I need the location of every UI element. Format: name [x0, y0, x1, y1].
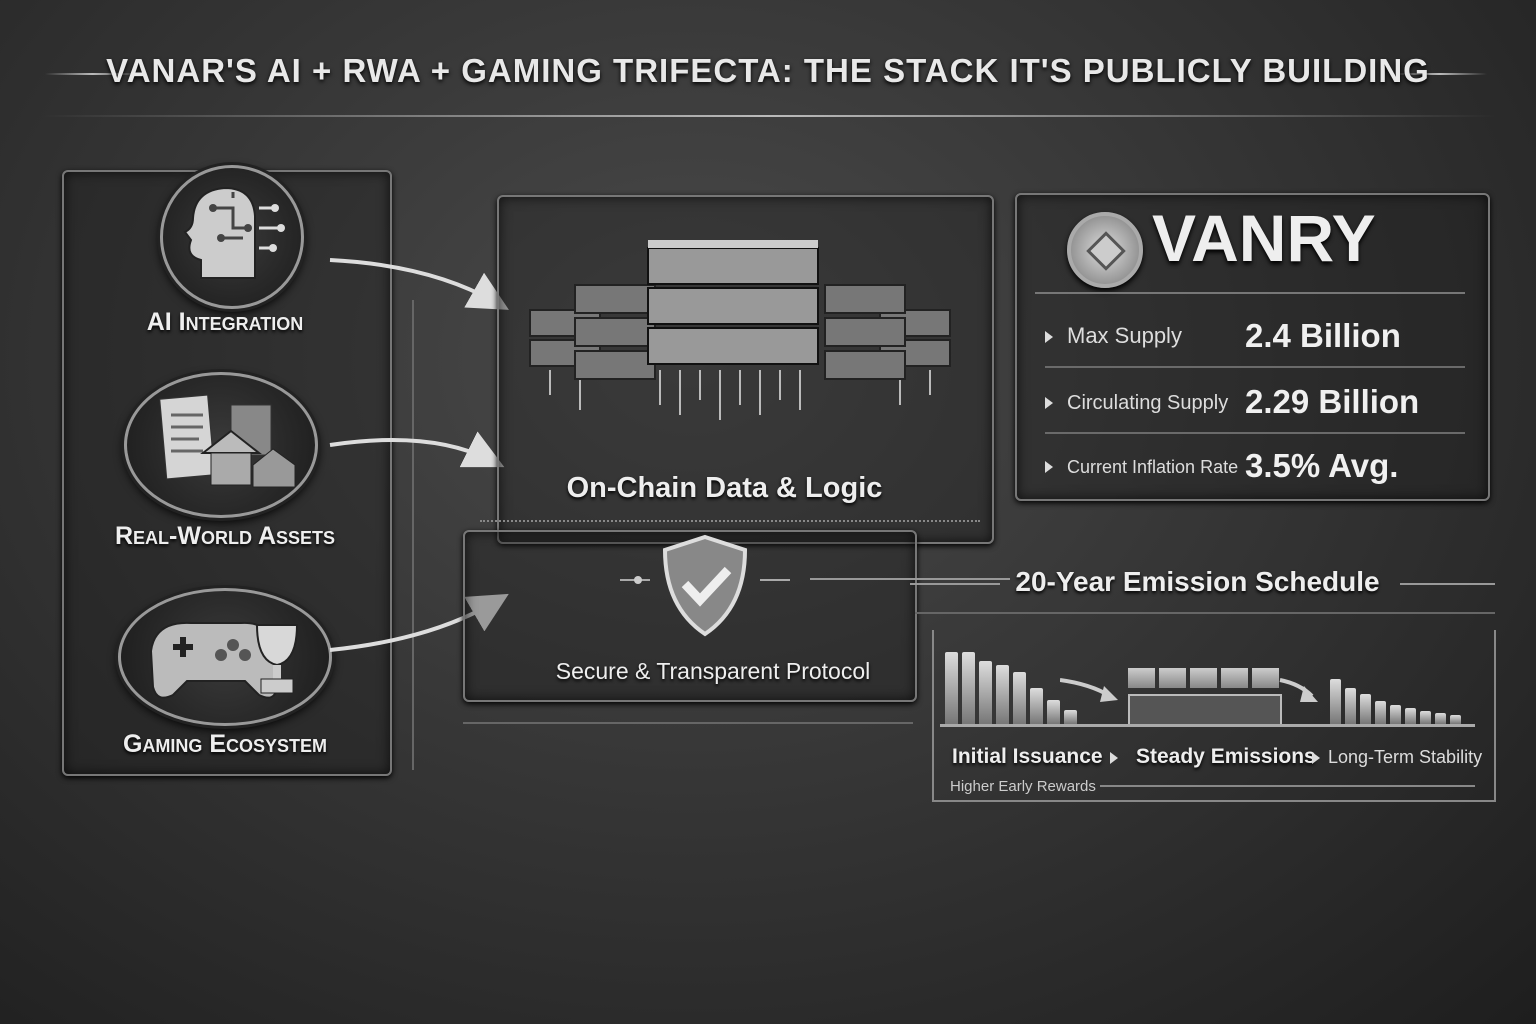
emission-bar: [1390, 704, 1401, 724]
gaming-circle: [118, 588, 332, 726]
stat-value: 2.29 Billion: [1245, 383, 1420, 420]
bullet-icon: [1045, 331, 1053, 343]
emission-rule-left: [910, 583, 1000, 585]
stat-row-max-supply: Max Supply 2.4 Billion: [1045, 306, 1465, 368]
title-rule-right: [1392, 73, 1487, 75]
emission-bar: [945, 652, 958, 724]
pillars-panel-rail: [412, 300, 414, 770]
core-divider: [480, 520, 980, 522]
arrow-gaming-to-protocol: [329, 593, 509, 652]
initial-issuance-bars: [945, 652, 1095, 724]
bullet-icon: [1045, 397, 1053, 409]
arrow-rwa-to-core: [329, 431, 505, 468]
stat-value: 2.4 Billion: [1245, 317, 1401, 354]
flow-arrows: [329, 258, 509, 652]
long-term-stability-bars: [1330, 676, 1475, 724]
server-stack-icon: [529, 240, 951, 420]
steady-block: [1159, 668, 1186, 688]
header-divider: [40, 115, 1496, 117]
steady-block: [1190, 668, 1217, 688]
gamepad-trophy-icon: [149, 621, 299, 699]
arrow-ai-to-core: [329, 258, 509, 310]
emission-title: 20-Year Emission Schedule: [1015, 566, 1380, 597]
emission-bar: [1030, 688, 1043, 724]
token-divider: [1035, 292, 1465, 294]
phase-sublabel-initial: Higher Early Rewards: [950, 778, 1096, 795]
phase-label-stability: Long-Term Stability: [1328, 747, 1483, 767]
stat-key: Current Inflation Rate: [1067, 457, 1239, 477]
emission-bar: [1013, 672, 1026, 724]
rwa-circle: [124, 372, 318, 518]
phase-separator-icon: [1312, 752, 1320, 764]
emission-bar: [1375, 700, 1386, 724]
emission-bar: [1450, 715, 1461, 724]
bullet-icon: [1045, 461, 1053, 473]
vanry-coin-icon: [1067, 212, 1143, 288]
emission-bar: [979, 660, 992, 724]
steady-block: [1221, 668, 1248, 688]
protocol-connector: [810, 578, 1010, 580]
stat-row-inflation-rate: Current Inflation Rate 3.5% Avg.: [1045, 436, 1465, 496]
pillar-label-ai: AI Integration: [146, 308, 304, 336]
phase-label-initial: Initial Issuance: [952, 745, 1103, 768]
emission-top-rule: [915, 612, 1495, 614]
ai-head-circuit-icon: [183, 186, 285, 279]
core-label: On-Chain Data & Logic: [566, 472, 883, 504]
stat-key: Circulating Supply: [1067, 392, 1229, 414]
emission-bar: [996, 664, 1009, 724]
emission-bar: [1330, 679, 1341, 724]
pillar-label-rwa: Real-World Assets: [114, 522, 336, 550]
ai-integration-circle: [160, 165, 304, 309]
emission-chart-panel: [932, 630, 1496, 802]
emission-bar: [1064, 709, 1077, 724]
emission-bar: [1405, 708, 1416, 724]
steady-block: [1128, 668, 1155, 688]
emission-bar: [1360, 693, 1371, 724]
pillar-label-gaming: Gaming Ecosystem: [122, 730, 328, 758]
title-rule-left: [45, 73, 140, 75]
stat-value: 3.5% Avg.: [1245, 447, 1399, 484]
phase-arrows: [1060, 678, 1318, 702]
documents-buildings-house-icon: [159, 394, 296, 488]
steady-block: [1252, 668, 1279, 688]
emission-bar: [1345, 688, 1356, 724]
chart-baseline: [940, 724, 1475, 727]
shield-check-icon: [620, 534, 790, 637]
sublabel-rule: [1100, 785, 1475, 787]
protocol-baseline: [463, 722, 913, 724]
emission-rule-right: [1400, 583, 1495, 585]
emission-bar: [1420, 711, 1431, 724]
page-title: VANAR'S AI + RWA + GAMING TRIFECTA: THE …: [106, 52, 1430, 89]
phase-label-steady: Steady Emissions: [1136, 745, 1316, 768]
phase-separator-icon: [1110, 752, 1118, 764]
emission-bar: [1435, 713, 1446, 724]
emission-bar: [1047, 699, 1060, 724]
protocol-label: Secure & Transparent Protocol: [555, 658, 871, 684]
emission-bar: [962, 652, 975, 724]
stat-key: Max Supply: [1067, 323, 1182, 348]
token-name: VANRY: [1152, 201, 1376, 275]
stat-row-circulating-supply: Circulating Supply 2.29 Billion: [1045, 372, 1465, 434]
